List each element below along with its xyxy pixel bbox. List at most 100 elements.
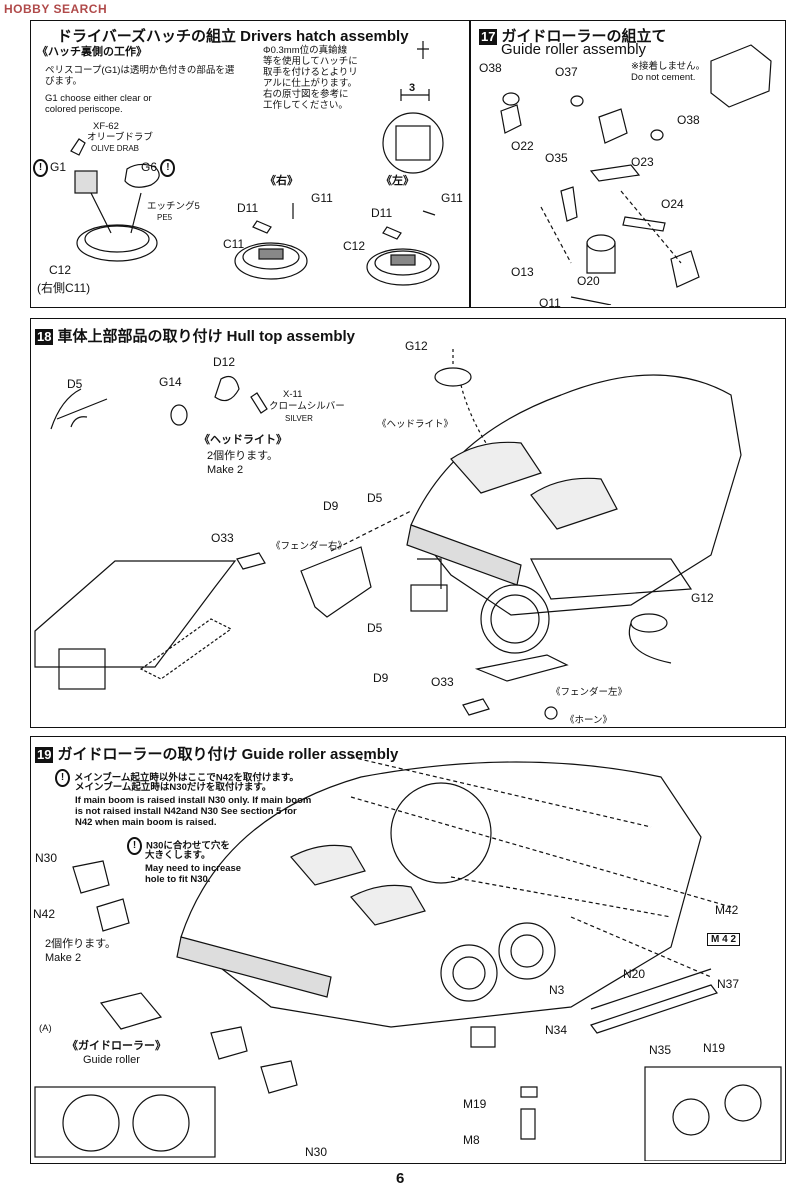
part-o22: O22 bbox=[511, 139, 534, 153]
part-m8: M8 bbox=[463, 1133, 480, 1147]
part-g1: !G1 bbox=[33, 159, 66, 177]
dimension-label: 3 bbox=[409, 82, 416, 94]
step16-handle-note-4: アルに仕上がります。 bbox=[263, 78, 357, 89]
part-n30b: N30 bbox=[305, 1145, 328, 1159]
do-not-cement-jp: ※接着しません。 bbox=[631, 61, 706, 72]
part-d11-left: D11 bbox=[371, 206, 393, 220]
boom-note-en-3: N42 when main boom is raised. bbox=[75, 817, 217, 828]
step16-handle-note-3: 取手を付けるとよりリ bbox=[263, 67, 358, 78]
step16-handle-note-2: 等を使用してハッチに bbox=[263, 56, 358, 67]
part-d5b: D5 bbox=[367, 491, 383, 505]
part-n20: N20 bbox=[623, 967, 646, 981]
part-m42: M42 bbox=[715, 903, 739, 917]
step16-handle-note-5: 右の原寸図を参考に bbox=[263, 89, 349, 100]
part-d11-right: D11 bbox=[237, 201, 259, 215]
boom-note-en-2: is not raised install N42and N30 See sec… bbox=[75, 806, 297, 817]
part-n37: N37 bbox=[717, 977, 740, 991]
hole-note: !N30に合わせて穴を bbox=[127, 837, 230, 855]
step17-title-en: Guide roller assembly bbox=[501, 41, 647, 58]
paint-code-xf62: XF-62 bbox=[93, 121, 119, 132]
part-g14: G14 bbox=[159, 375, 182, 389]
step16-illustration bbox=[31, 21, 467, 305]
marker-a: (A) bbox=[39, 1023, 52, 1034]
part-o38a: O38 bbox=[479, 61, 502, 75]
part-o35: O35 bbox=[545, 151, 568, 165]
part-o11: O11 bbox=[539, 296, 561, 310]
step17-number: 17 bbox=[479, 29, 498, 45]
part-g12b: G12 bbox=[691, 591, 714, 605]
fender-right-label: 《フェンダー右》 bbox=[271, 541, 348, 552]
paint-name-en: OLIVE DRAB bbox=[91, 144, 140, 153]
step17-illustration bbox=[471, 21, 783, 305]
right-side-label: 《右》 bbox=[265, 175, 298, 187]
part-n19: N19 bbox=[703, 1041, 726, 1055]
part-o38b: O38 bbox=[677, 113, 700, 127]
headlight-label: 《ヘッドライト》 bbox=[377, 419, 454, 430]
hole-note-jp-1: N30に合わせて穴を bbox=[146, 840, 230, 852]
part-c12: C12 bbox=[49, 263, 72, 277]
boom-note-jp-1-text: メインブーム起立時以外はここでN42を取付けます。 bbox=[74, 772, 299, 784]
part-o13: O13 bbox=[511, 265, 534, 279]
etching-jp: エッチング5 bbox=[147, 201, 200, 212]
part-n30a: N30 bbox=[35, 851, 58, 865]
paint-x11: X-11 bbox=[283, 389, 303, 400]
step18-illustration bbox=[31, 319, 783, 725]
part-o33a: O33 bbox=[211, 531, 234, 545]
part-c11: C11 bbox=[223, 237, 245, 251]
step17-title-jp: ガイドローラーの組立て bbox=[501, 28, 667, 45]
headlight-title: 《ヘッドライト》 bbox=[199, 434, 287, 446]
part-g11-left: G11 bbox=[441, 191, 463, 205]
hole-note-en-1: May need to increase bbox=[145, 863, 242, 874]
part-o24: O24 bbox=[661, 197, 684, 211]
part-n42: N42 bbox=[33, 907, 56, 921]
step18-number: 18 bbox=[35, 329, 54, 345]
guide-roller-jp: 《ガイドローラー》 bbox=[67, 1040, 166, 1052]
step19-number: 19 bbox=[35, 747, 54, 763]
paint-name-jp: オリーブドラブ bbox=[87, 132, 153, 143]
page-number: 6 bbox=[396, 1170, 405, 1187]
part-g6-label: G6 bbox=[141, 160, 158, 175]
fender-left-label: 《フェンダー左》 bbox=[551, 687, 628, 698]
part-o33b: O33 bbox=[431, 675, 454, 689]
part-c12-note: (右側C11) bbox=[37, 281, 91, 295]
part-o20: O20 bbox=[577, 274, 600, 288]
part-g11-right: G11 bbox=[311, 191, 333, 205]
guide-roller-en: Guide roller bbox=[83, 1054, 140, 1066]
step18-title-text: 車体上部部品の取り付け Hull top assembly bbox=[57, 328, 356, 345]
part-d5a: D5 bbox=[67, 377, 83, 391]
paint-x11-en: SILVER bbox=[285, 414, 313, 423]
part-n34: N34 bbox=[545, 1023, 568, 1037]
paint-x11-jp: クロームシルバー bbox=[269, 401, 345, 412]
part-g1-label: G1 bbox=[50, 160, 67, 175]
make-two-en: Make 2 bbox=[45, 952, 82, 964]
horn-label: 《ホーン》 bbox=[565, 715, 613, 726]
step16-periscope-en2: colored periscope. bbox=[45, 104, 123, 115]
caution-icon: ! bbox=[33, 159, 48, 177]
step16-panel: ドライバーズハッチの組立 Drivers hatch assembly 《ハッチ… bbox=[30, 20, 470, 308]
part-o23: O23 bbox=[631, 155, 654, 169]
headlight-make-jp: 2個作ります。 bbox=[207, 450, 279, 462]
part-n3: N3 bbox=[549, 983, 565, 997]
part-o37: O37 bbox=[555, 65, 578, 79]
part-m19: M19 bbox=[463, 1097, 487, 1111]
boom-note-en-1: If main boom is raised install N30 only.… bbox=[75, 795, 312, 806]
caution-icon: ! bbox=[160, 159, 176, 177]
step16-handle-note-1: Φ0.3mm位の真鍮線 bbox=[263, 45, 348, 56]
part-n35: N35 bbox=[649, 1043, 672, 1057]
step16-title: ドライバーズハッチの組立 Drivers hatch assembly bbox=[57, 28, 409, 45]
part-d5c: D5 bbox=[367, 621, 383, 635]
step16-inner-title: 《ハッチ裏側の工作》 bbox=[37, 46, 147, 58]
boom-note-jp-2: メインブーム起立時はN30だけを取付けます。 bbox=[75, 782, 272, 793]
part-d9b: D9 bbox=[373, 671, 389, 685]
headlight-make-en: Make 2 bbox=[207, 464, 244, 476]
part-g12a: G12 bbox=[405, 339, 428, 353]
hole-note-en-2: hole to fit N30. bbox=[145, 874, 211, 885]
part-d12: D12 bbox=[213, 355, 236, 369]
boom-note-jp-1: !メインブーム起立時以外はここでN42を取付けます。 bbox=[55, 769, 299, 787]
